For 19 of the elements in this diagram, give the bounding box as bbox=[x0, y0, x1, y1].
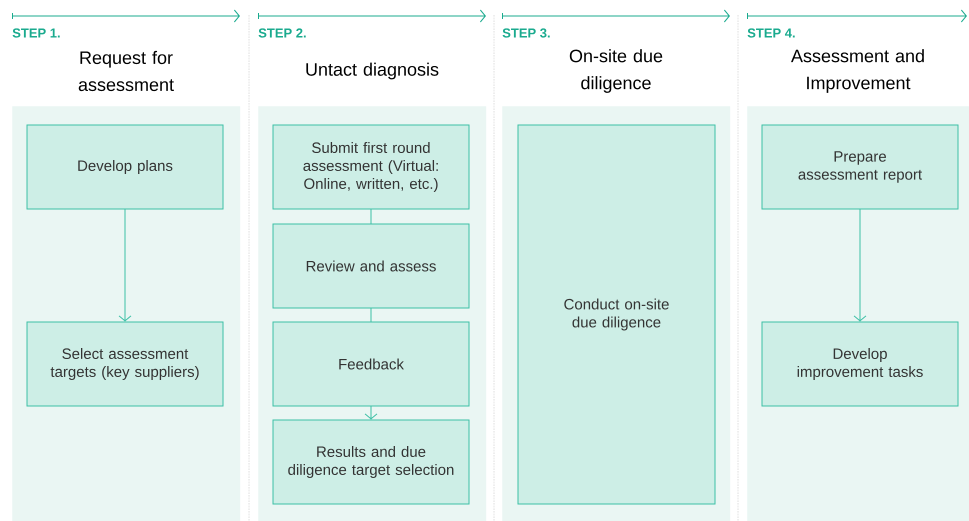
arrow bbox=[854, 209, 866, 322]
process-box: Feedback bbox=[272, 322, 470, 406]
process-box: Prepare assessment report bbox=[762, 124, 958, 210]
step-label: STEP 2. bbox=[258, 28, 306, 38]
process-box: Submit first round assessment (Virtual: Online, written, etc.) bbox=[272, 124, 470, 210]
process-box: Results and due diligence target selection bbox=[272, 420, 470, 504]
process-box: Select assessment targets (key suppliers) bbox=[26, 322, 224, 406]
process-box: Review and assess bbox=[272, 224, 470, 308]
step-label: STEP 4. bbox=[748, 28, 795, 38]
process-box: Develop plans bbox=[26, 124, 224, 210]
column-title: Assessment and Improvement bbox=[791, 49, 924, 93]
step-label: STEP 3. bbox=[502, 28, 550, 38]
process-box: Develop improvement tasks bbox=[762, 322, 958, 406]
column-title: Request for assessment bbox=[78, 50, 174, 92]
process-box: Conduct on-site due diligence bbox=[518, 124, 716, 504]
step-label: STEP 1. bbox=[12, 28, 60, 38]
column-title: On-site due diligence bbox=[570, 49, 662, 93]
column-title: Untact diagnosis bbox=[306, 62, 438, 80]
arrow bbox=[118, 209, 132, 322]
